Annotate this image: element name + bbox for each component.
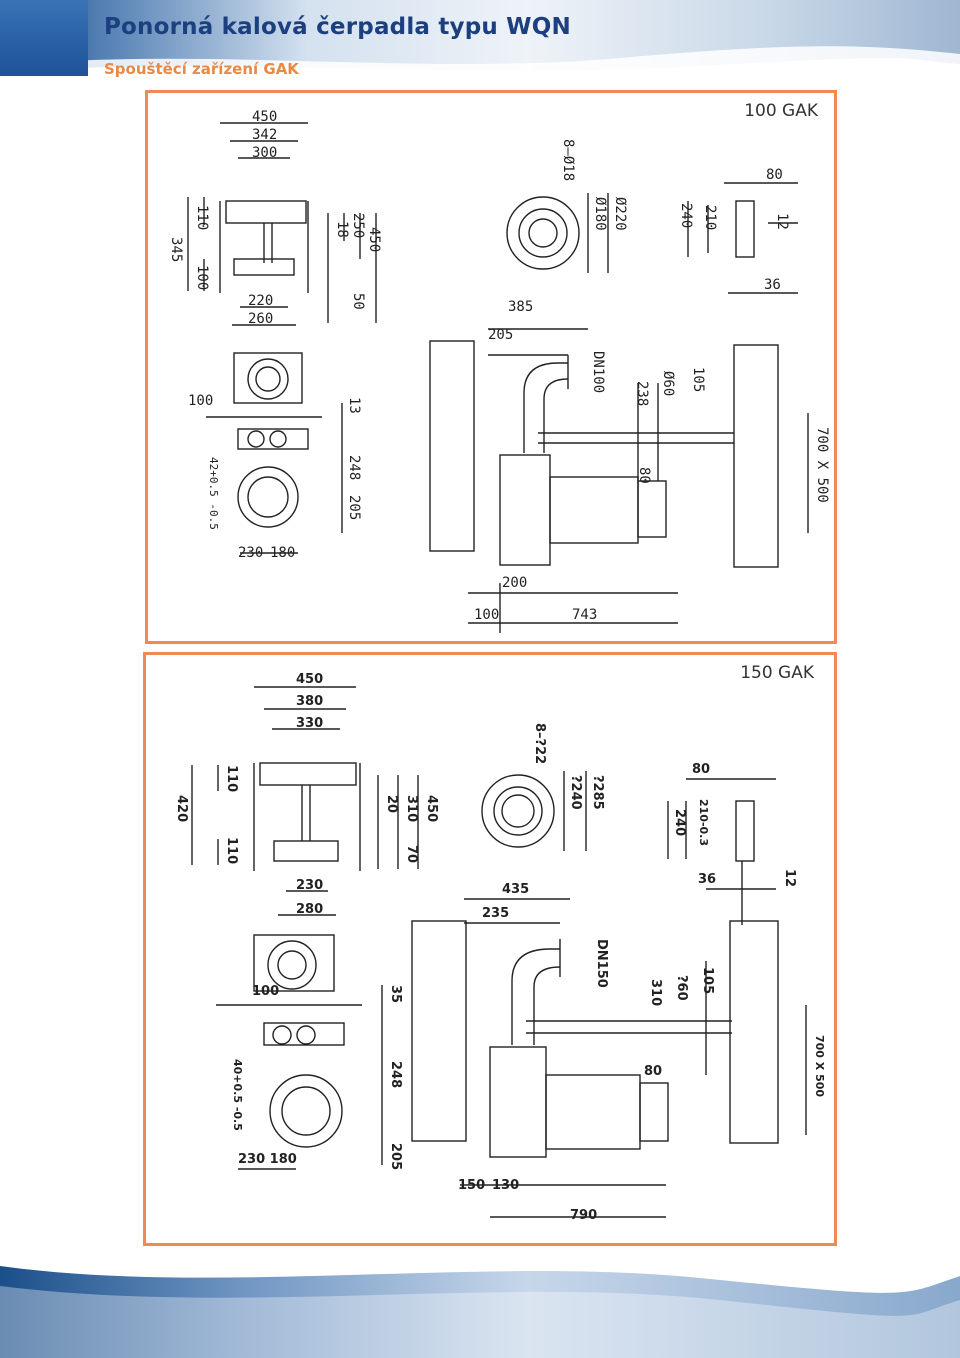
dim-label: 205 [388,1143,403,1170]
dim-label: 50 [350,293,366,310]
technical-drawing-150gak: 450 380 330 230 280 420 110 110 20 310 4… [174,672,826,1223]
dim-label: 700 X 500 [814,427,830,503]
dim-label: 450 [252,109,277,125]
dim-label: 80 [636,467,652,484]
dim-label: 105 [700,967,715,994]
dim-label: 248 [388,1061,403,1088]
footer-wave [0,1266,960,1358]
dim-label: 100 [252,984,279,999]
dim-label: ?60 [674,975,689,1001]
panel-label: 100 GAK [744,101,818,121]
dim-label: 330 [296,716,323,731]
dim-label: 20 [384,795,399,813]
dim-label: 450 [424,795,439,822]
dim-label: 240 [678,203,694,228]
dim-label: 110 [224,837,239,864]
dim-label: 8–Ø18 [560,139,576,181]
dim-label: 450 [296,672,323,687]
dim-label: 110 [194,205,210,230]
page-title: Ponorná kalová čerpadla typu WQN [104,14,571,40]
dim-label: 210-0.3 [697,799,710,846]
dim-label: 345 [168,237,184,262]
dim-label: 150 [458,1178,485,1193]
dim-label: 80 [766,167,783,183]
dim-label: 450 [366,227,382,252]
dim-label: 310 [648,979,663,1006]
dim-label: Ø180 [592,197,608,231]
dim-label: Ø220 [612,197,628,231]
dim-label: 250 [350,213,366,238]
dim-label: 235 [482,906,509,921]
dim-label: 70 [404,845,419,863]
dim-label: 110 [224,765,239,792]
dim-label: 180 [270,545,295,561]
dim-label: 300 [252,145,277,161]
dim-label: 36 [698,872,716,887]
page-subtitle: Spouštěcí zařízení GAK [104,60,299,78]
dim-label: 380 [296,694,323,709]
dim-label: 8–?22 [532,723,547,764]
panel-label: 150 GAK [740,663,814,683]
dim-label: 240 [672,809,687,836]
technical-drawing-100gak: 450 342 300 220 260 345 110 100 18 250 4… [168,109,830,633]
dim-label: 230 [238,545,263,561]
dim-label: 238 [634,381,650,406]
dim-label: ?240 [568,775,583,810]
dim-label: 80 [692,762,710,777]
dim-label: 260 [248,311,273,327]
dim-label: 35 [388,985,403,1003]
dim-label: 105 [690,367,706,392]
dim-label: 200 [502,575,527,591]
dim-label: 310 [404,795,419,822]
dim-label: 435 [502,882,529,897]
dim-label: 280 [296,902,323,917]
dim-label: 743 [572,607,597,623]
dim-label: 130 [492,1178,519,1193]
dim-label: 230 [296,878,323,893]
dim-label: 230 180 [238,1152,297,1167]
dim-label: DN100 [590,351,606,393]
dim-label: 100 [188,393,213,409]
dim-label: 420 [174,795,189,822]
dim-label: 210 [702,205,718,230]
brand-tab [0,0,88,76]
dim-label: 42+0.5 -0.5 [207,457,220,530]
dim-label: 790 [570,1208,597,1223]
dim-label: 36 [764,277,781,293]
dim-label: 13 [346,397,362,414]
dim-label: 100 [194,265,210,290]
dim-label: DN150 [594,939,609,988]
dim-label: 80 [644,1064,662,1079]
dim-label: 12 [774,213,790,230]
header-band [0,0,960,80]
drawing-panel-150gak: 150 GAK [143,652,837,1246]
dim-label: 248 [346,455,362,480]
dim-label: 220 [248,293,273,309]
dim-label: 100 [474,607,499,623]
dim-label: 700 X 500 [813,1035,826,1097]
dim-label: 342 [252,127,277,143]
dim-label: 18 [334,221,350,238]
dim-label: Ø60 [660,371,676,396]
header-wave [0,46,960,80]
dim-label: 205 [488,327,513,343]
dim-label: ?285 [590,775,605,810]
dim-label: 205 [346,495,362,520]
drawing-panel-100gak: 100 GAK [145,90,837,644]
dim-label: 12 [782,869,797,887]
dim-label: 40+0.5 -0.5 [231,1059,244,1131]
dim-label: 385 [508,299,533,315]
